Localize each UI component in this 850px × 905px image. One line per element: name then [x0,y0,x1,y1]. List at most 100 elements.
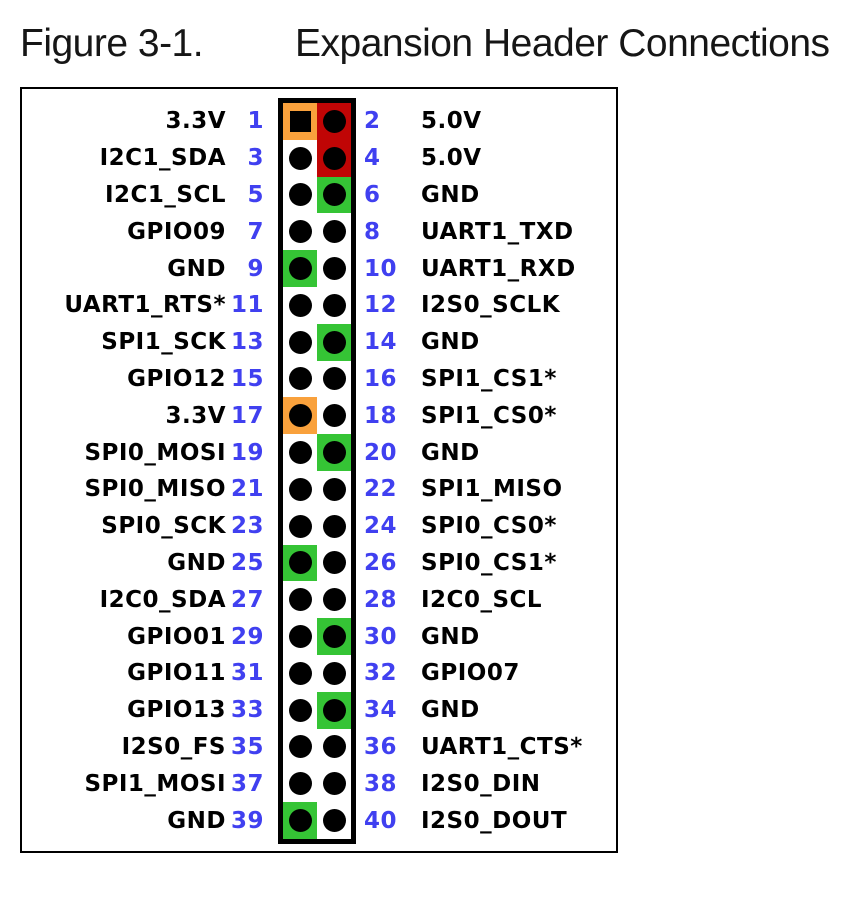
spacer [351,194,364,195]
pin-number-odd: 21 [230,476,264,503]
pin-cell-left [283,728,317,766]
pin-contact-icon [288,330,312,354]
pin-contact-icon [288,514,312,538]
spacer [351,231,364,232]
spacer [264,599,283,600]
pin-contact-icon [288,293,312,317]
pin-label-right: SPI0_CS0* [421,513,557,540]
spacer [264,378,283,379]
pin-number-even: 38 [364,770,398,797]
pin-number-even: 10 [364,255,398,282]
spacer [264,158,283,159]
pin-cell-left [283,581,317,619]
pin-label-left: GND [167,807,226,834]
spacer [264,415,283,416]
pin-contact-icon [322,293,346,317]
pin-label-left: GPIO13 [127,697,226,724]
pin-cell-right [317,765,351,803]
pin-label-left: I2C1_SCL [104,181,226,208]
pin-label-right: I2S0_DOUT [421,807,568,834]
pin-contact-icon [288,698,312,722]
spacer [264,783,283,784]
pin-row: GPIO11 31 32 GPIO07 [22,654,616,692]
spacer [264,121,283,122]
pin-label-right: I2C0_SCL [421,586,543,613]
pin-cell-left [283,213,317,251]
pin-number-odd: 39 [230,807,264,834]
spacer [351,452,364,453]
pin-contact-icon [322,588,346,612]
pin-number-even: 30 [364,623,398,650]
pin-cell-left [283,176,317,214]
pin-contact-icon [322,551,346,575]
pin-cell-left [283,103,317,140]
pin-contact-icon [322,183,346,207]
pin-number-odd: 5 [247,181,264,208]
pin-number-odd: 25 [230,549,264,576]
pin-number-even: 2 [364,108,381,135]
pin-cell-right [317,397,351,435]
pin-number-even: 4 [364,145,381,172]
pin-number-odd: 11 [230,292,264,319]
pin-cell-left [283,397,317,435]
pin-label-left: I2C1_SDA [99,145,226,172]
pin-cell-right [317,323,351,361]
pin-number-even: 8 [364,218,381,245]
pin-number-even: 20 [364,439,398,466]
pin-row: SPI0_SCK 23 24 SPI0_CS0* [22,507,616,545]
pin-cell-left [283,434,317,471]
pin-contact-icon [322,477,346,501]
pin-contact-icon [288,588,312,612]
pin-number-even: 40 [364,807,398,834]
spacer [351,783,364,784]
pin-number-even: 26 [364,549,398,576]
pin-cell-left [283,691,317,729]
pin-cell-left [283,470,317,508]
pin-cell-right [317,654,351,692]
pin-row: 3.3V 17 18 SPI1_CS0* [22,397,616,435]
pin-label-left: GND [167,255,226,282]
pin-cell-left [283,544,317,582]
pin-contact-icon [289,110,311,132]
pin-number-odd: 29 [230,623,264,650]
pin-rows: 3.3V 1 2 5.0V I2C1_SDA 3 4 5.0V I2C1_SCL… [22,103,616,839]
spacer [264,746,283,747]
pin-label-right: I2S0_DIN [421,770,541,797]
figure-label: Figure 3-1. [20,22,204,65]
pin-label-left: I2C0_SDA [99,586,226,613]
pin-row: I2C1_SCL 5 6 GND [22,176,616,214]
pin-label-right: GND [421,697,480,724]
pin-number-even: 34 [364,697,398,724]
spacer [264,820,283,821]
pin-number-odd: 19 [230,439,264,466]
pin-number-odd: 1 [247,108,264,135]
pin-number-even: 36 [364,733,398,760]
spacer [351,415,364,416]
pin-contact-icon [288,661,312,685]
spacer [351,489,364,490]
pin-number-even: 16 [364,365,398,392]
pin-row: I2C1_SDA 3 4 5.0V [22,139,616,177]
pin-number-odd: 13 [230,329,264,356]
pin-row: 3.3V 1 2 5.0V [22,103,616,140]
pin-contact-icon [322,367,346,391]
pin-contact-icon [322,441,346,465]
pin-row: I2S0_FS 35 36 UART1_CTS* [22,728,616,766]
pin-number-even: 12 [364,292,398,319]
pin-label-left: 3.3V [165,108,226,135]
pin-cell-left [283,250,317,287]
pin-cell-right [317,360,351,398]
pin-cell-right [317,728,351,766]
spacer [264,305,283,306]
pin-contact-icon [288,772,312,796]
pin-label-right: 5.0V [421,108,482,135]
pin-label-right: SPI1_CS0* [421,402,557,429]
pin-label-right: UART1_TXD [421,218,574,245]
pin-cell-left [283,507,317,545]
pin-contact-icon [288,809,312,833]
pin-row: SPI0_MISO 21 22 SPI1_MISO [22,470,616,508]
pin-cell-right [317,103,351,140]
pin-row: GPIO12 15 16 SPI1_CS1* [22,360,616,398]
pin-label-right: GND [421,181,480,208]
spacer [351,746,364,747]
